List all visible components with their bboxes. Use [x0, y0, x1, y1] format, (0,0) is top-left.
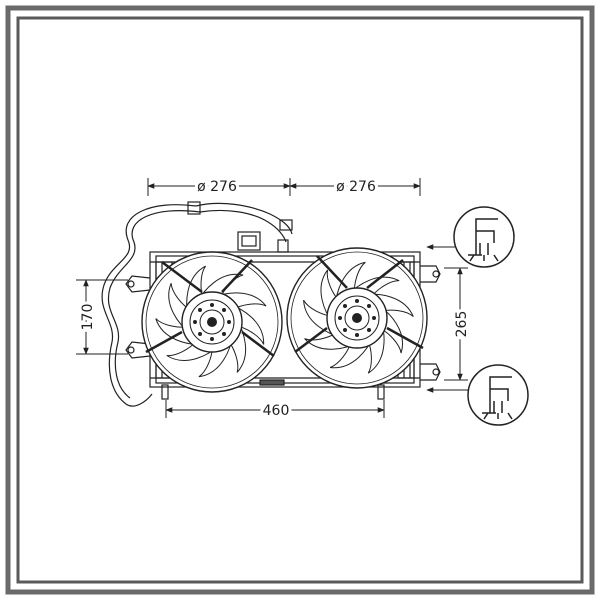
inner-border	[16, 16, 584, 584]
connector-plug-icon	[453, 206, 515, 268]
dimension-overall-width	[165, 400, 385, 418]
dimension-label-fan-diameter-left: ø 276	[197, 179, 237, 195]
dimension-label-mount-spacing: 170	[80, 304, 96, 331]
connector-plug-icon	[467, 364, 529, 426]
dimension-mount-spacing	[76, 279, 128, 355]
dimension-label-overall-height: 265	[454, 311, 470, 338]
outer-border	[5, 5, 595, 595]
dimension-label-fan-diameter-right: ø 276	[336, 179, 376, 195]
fan-left	[141, 251, 283, 393]
fan-right	[286, 247, 428, 389]
dimension-overall-height	[444, 267, 468, 381]
dimension-label-overall-width: 460	[263, 403, 290, 419]
wiring-harness	[101, 201, 293, 407]
connector-pointer-arrows	[426, 244, 469, 393]
dimension-fan-diameter-right	[289, 178, 421, 196]
dimension-fan-diameter-left	[147, 178, 291, 196]
